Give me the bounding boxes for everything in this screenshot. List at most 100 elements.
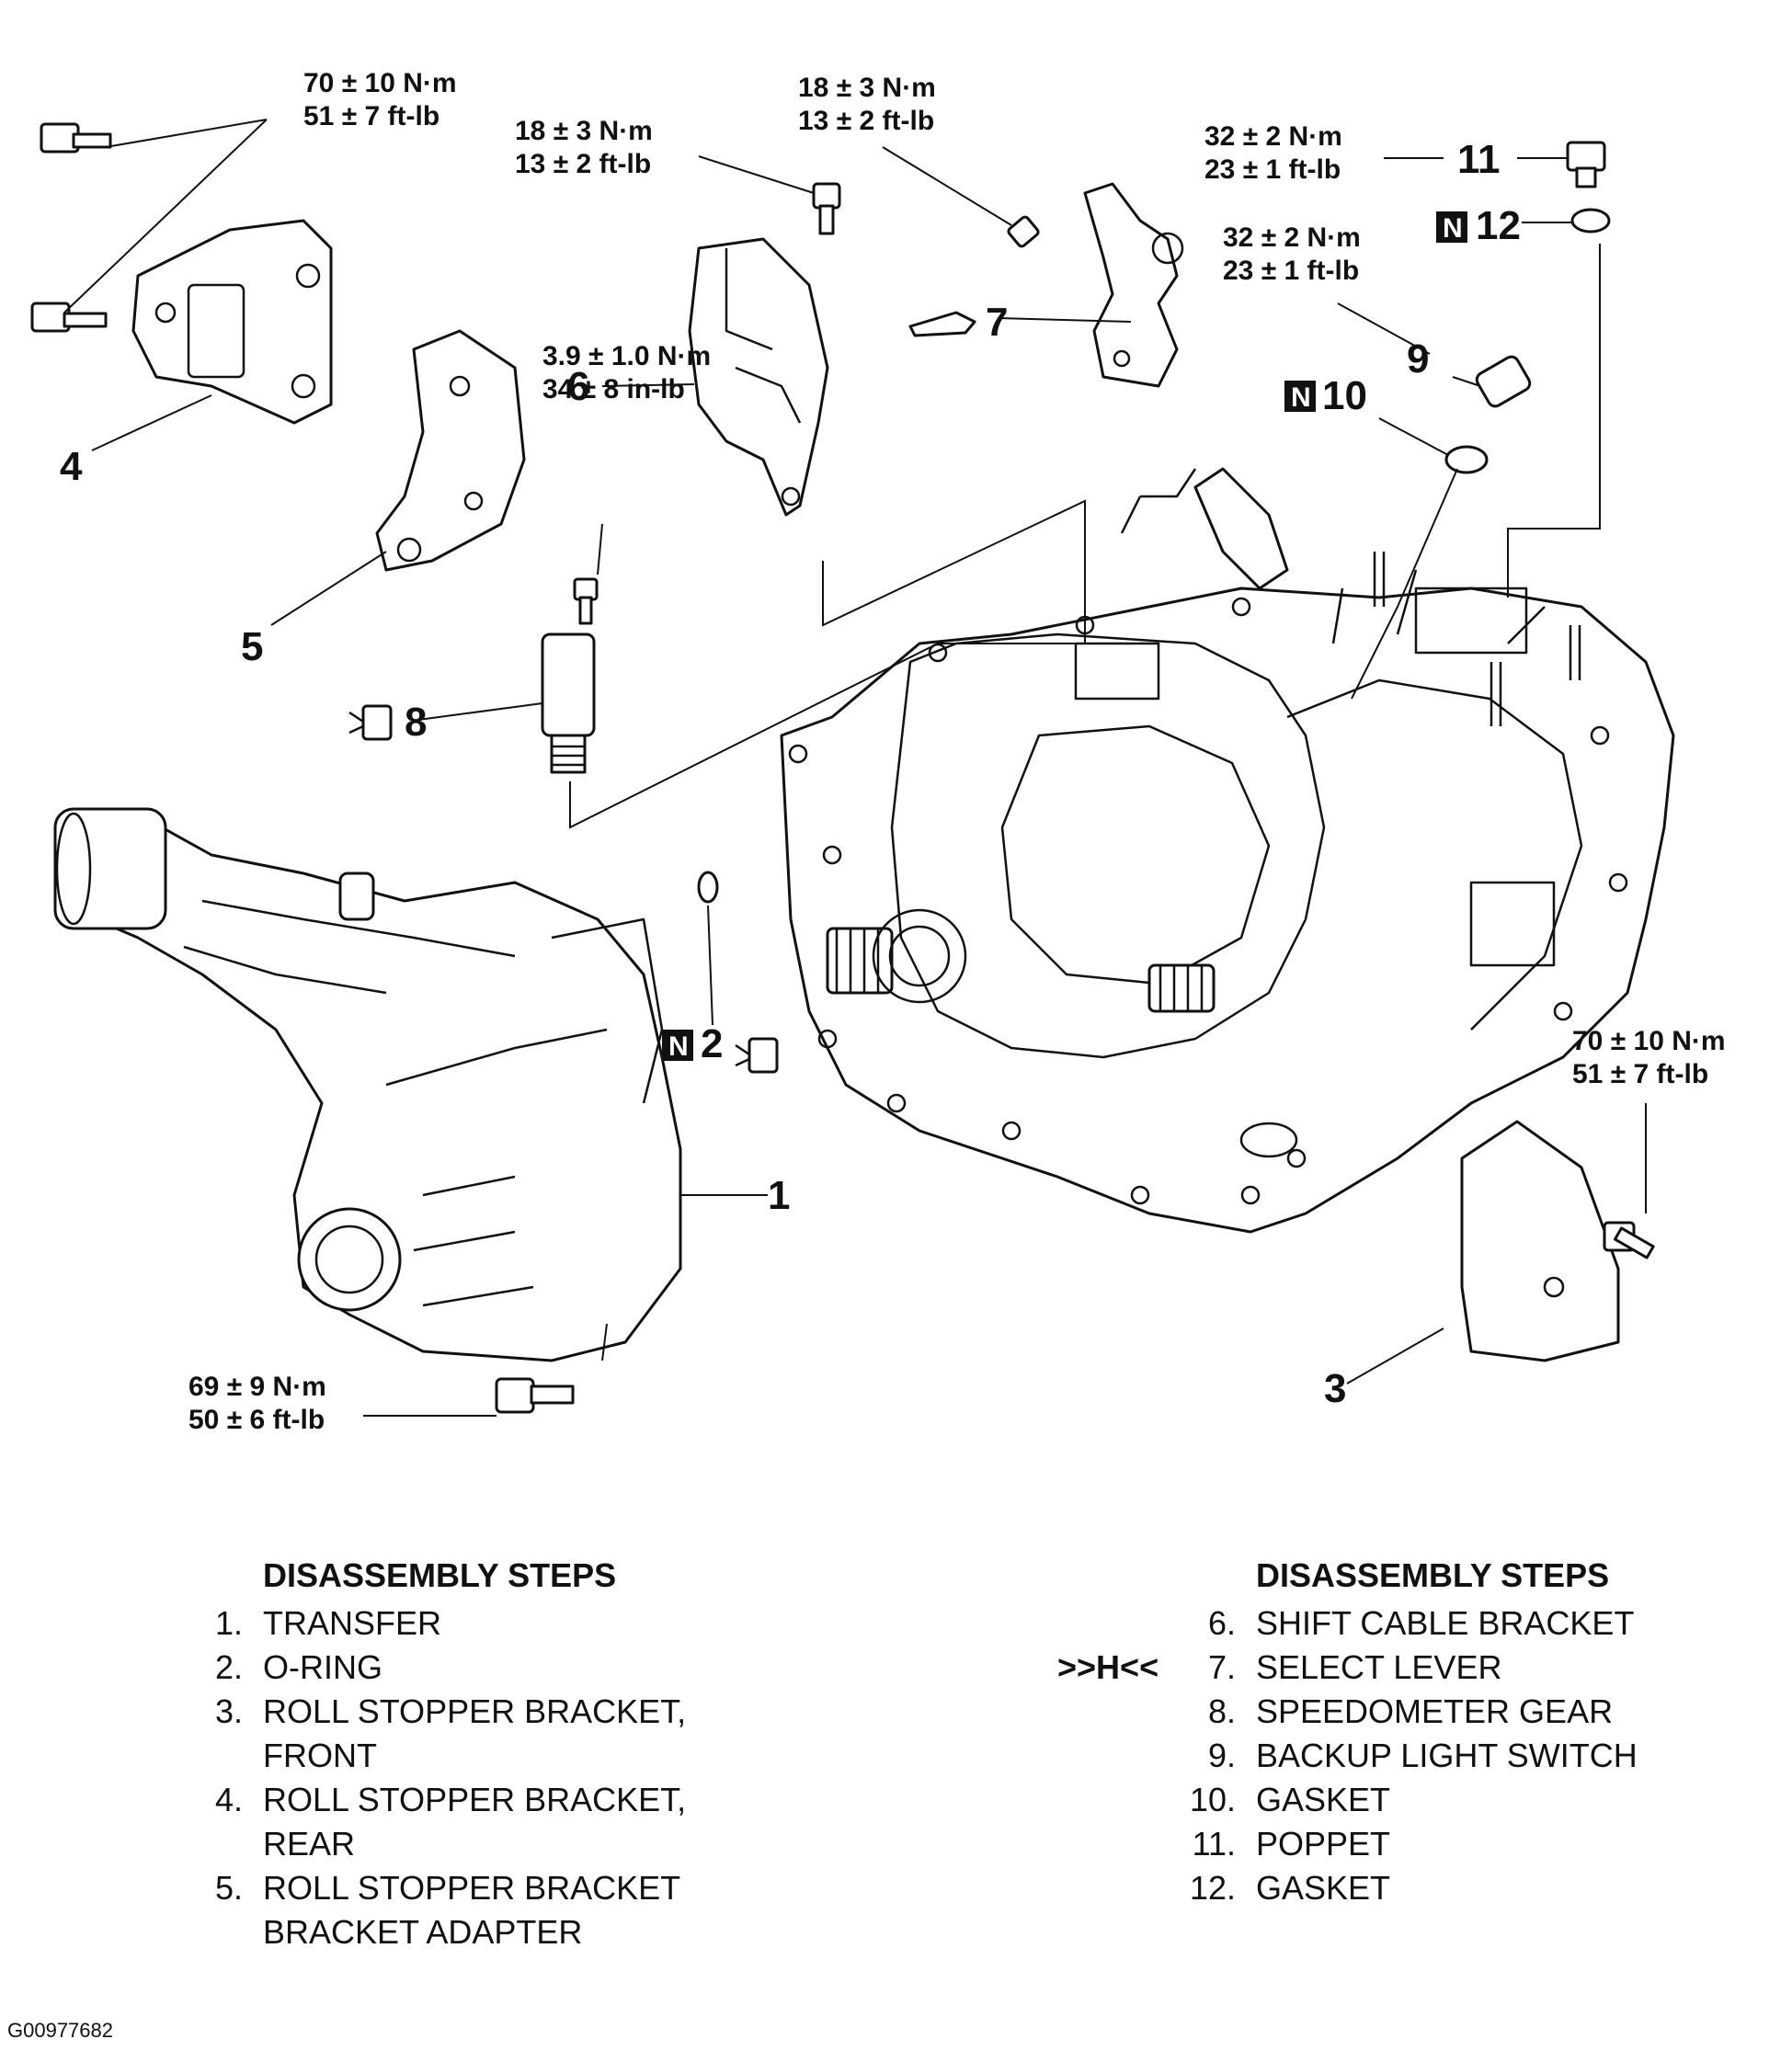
svg-text:69 ± 9 N·m: 69 ± 9 N·m — [188, 1372, 326, 1402]
step-item: 5.ROLL STOPPER BRACKET — [184, 1866, 809, 1910]
step-number: 5. — [214, 1869, 243, 1907]
grease-icon-7 — [908, 311, 976, 337]
bolt-rear-bracket-lower — [30, 302, 108, 333]
step-label: GASKET — [1256, 1781, 1391, 1818]
step-item: 9.BACKUP LIGHT SWITCH — [1177, 1734, 1784, 1778]
svg-text:18 ± 3 N·m: 18 ± 3 N·m — [515, 116, 653, 146]
exploded-transaxle-diagram: 70 ± 10 N·m 51 ± 7 ft-lb 18 ± 3 N·m 13 ±… — [30, 68, 1726, 1435]
bolt-front-bracket — [1603, 1221, 1655, 1259]
svg-text:32 ± 2 N·m: 32 ± 2 N·m — [1223, 222, 1361, 253]
svg-text:32 ± 2 N·m: 32 ± 2 N·m — [1204, 121, 1342, 152]
callout-1: 1 — [768, 1173, 790, 1218]
input-shaft-right — [1147, 963, 1216, 1013]
svg-text:70 ± 10 N·m: 70 ± 10 N·m — [303, 68, 457, 98]
callout-2: 2 — [701, 1021, 723, 1066]
apply-icon-8 — [348, 704, 393, 741]
step-number: 3. — [214, 1692, 243, 1730]
step-item: 4. ROLL STOPPER BRACKET, — [184, 1778, 809, 1822]
step-number: 10. — [1189, 1781, 1236, 1818]
callout-11: 11 — [1457, 137, 1501, 182]
step-item: FRONT — [184, 1734, 809, 1778]
bolts — [30, 122, 1655, 1414]
step-label: O-RING — [263, 1648, 382, 1686]
procedure-mark: >>H<< — [1057, 1648, 1159, 1686]
step-number: 4. — [214, 1781, 243, 1818]
torque-label-poppet: 32 ± 2 N·m 23 ± 1 ft-lb — [1204, 121, 1342, 185]
step-item: >>H<< 7. SELECT LEVER — [1057, 1646, 1784, 1690]
step-item: BRACKET ADAPTER — [184, 1910, 809, 1954]
bolt-rear-bracket-upper — [40, 122, 112, 154]
svg-text:34 ± 8 in-lb: 34 ± 8 in-lb — [542, 374, 685, 404]
replace-marker-12: N — [1436, 211, 1467, 244]
steps-list-right: 6. SHIFT CABLE BRACKET >>H<< 7. SELECT LEVER… — [1057, 1601, 1784, 1910]
bolt-select-lever — [1007, 215, 1040, 248]
torque-label-select-lever: 18 ± 3 N·m 13 ± 2 ft-lb — [798, 73, 936, 136]
callout-3: 3 — [1324, 1366, 1346, 1411]
svg-text:N: N — [1443, 213, 1463, 244]
step-label: SELECT LEVER — [1256, 1648, 1502, 1686]
roll-stopper-bracket-front — [1460, 1120, 1620, 1362]
step-item: 11. POPPET — [1177, 1822, 1784, 1866]
step-item: REAR — [184, 1822, 809, 1866]
step-label: POPPET — [1256, 1825, 1391, 1863]
step-label: FRONT — [263, 1737, 377, 1774]
svg-text:51 ± 7 ft-lb: 51 ± 7 ft-lb — [303, 101, 439, 131]
poppet-bolt — [1566, 141, 1606, 188]
callout-9: 9 — [1407, 336, 1429, 382]
step-number: 9. — [1207, 1737, 1236, 1774]
select-lever — [1083, 182, 1184, 388]
torque-label-speedometer: 3.9 ± 1.0 N·m 34 ± 8 in-lb — [542, 341, 711, 404]
callout-6: 6 — [567, 364, 589, 409]
steps-heading-left: DISASSEMBLY STEPS — [263, 1556, 617, 1594]
input-shaft-left — [826, 908, 967, 1004]
svg-text:51 ± 7 ft-lb: 51 ± 7 ft-lb — [1572, 1059, 1708, 1089]
step-number: 1. — [214, 1604, 243, 1642]
step-number: 7. — [1207, 1648, 1236, 1686]
callout-8: 8 — [405, 700, 427, 745]
svg-text:13 ± 2 ft-lb: 13 ± 2 ft-lb — [798, 106, 934, 136]
svg-text:50 ± 6 ft-lb: 50 ± 6 ft-lb — [188, 1405, 325, 1435]
step-label: GASKET — [1256, 1869, 1391, 1907]
step-number: 8. — [1207, 1692, 1236, 1730]
step-number: 12. — [1189, 1869, 1236, 1907]
step-number: 11. — [1192, 1825, 1236, 1863]
torque-label-rear-bracket: 70 ± 10 N·m 51 ± 7 ft-lb — [303, 68, 457, 131]
svg-text:N: N — [1291, 382, 1311, 413]
roll-stopper-bracket-adapter — [375, 329, 526, 572]
step-number: 6. — [1207, 1604, 1236, 1642]
callout-7: 7 — [986, 300, 1008, 345]
step-label: ROLL STOPPER BRACKET, — [263, 1692, 687, 1730]
step-item: 8. SPEEDOMETER GEAR — [1177, 1690, 1784, 1734]
shift-cable-bracket — [688, 237, 829, 517]
callout-10: 10 — [1322, 373, 1367, 418]
o-ring — [697, 871, 719, 904]
step-label: SHIFT CABLE BRACKET — [1256, 1604, 1635, 1642]
svg-text:13 ± 2 ft-lb: 13 ± 2 ft-lb — [515, 149, 651, 179]
step-label: ROLL STOPPER BRACKET, — [263, 1781, 687, 1818]
step-item: 3. ROLL STOPPER BRACKET, — [184, 1690, 809, 1734]
svg-text:N: N — [668, 1031, 689, 1062]
replace-marker-10: N — [1284, 381, 1316, 413]
step-item: 6. SHIFT CABLE BRACKET — [1177, 1601, 1784, 1646]
transaxle-case — [780, 467, 1675, 1234]
torque-label-cable-bracket: 18 ± 3 N·m 13 ± 2 ft-lb — [515, 116, 653, 179]
step-item: 1.TRANSFER — [184, 1601, 809, 1646]
torque-label-backup-switch: 32 ± 2 N·m 23 ± 1 ft-lb — [1223, 222, 1361, 286]
bolt-speedometer — [573, 577, 599, 625]
step-number: 2. — [214, 1648, 243, 1686]
svg-text:18 ± 3 N·m: 18 ± 3 N·m — [798, 73, 936, 103]
torque-label-front-bracket: 70 ± 10 N·m 51 ± 7 ft-lb — [1572, 1026, 1726, 1089]
gasket-12 — [1570, 208, 1611, 234]
step-item: 2. O-RING — [184, 1646, 809, 1690]
step-item: 10. GASKET — [1177, 1778, 1784, 1822]
speedometer-gear — [541, 632, 596, 774]
svg-text:23 ± 1 ft-lb: 23 ± 1 ft-lb — [1223, 256, 1359, 286]
torque-label-transfer: 69 ± 9 N·m 50 ± 6 ft-lb — [188, 1372, 326, 1435]
svg-text:70 ± 10 N·m: 70 ± 10 N·m — [1572, 1026, 1726, 1056]
step-label: SPEEDOMETER GEAR — [1256, 1692, 1614, 1730]
callout-4: 4 — [60, 444, 83, 489]
backup-light-switch — [1475, 355, 1532, 408]
step-label: REAR — [263, 1825, 356, 1863]
